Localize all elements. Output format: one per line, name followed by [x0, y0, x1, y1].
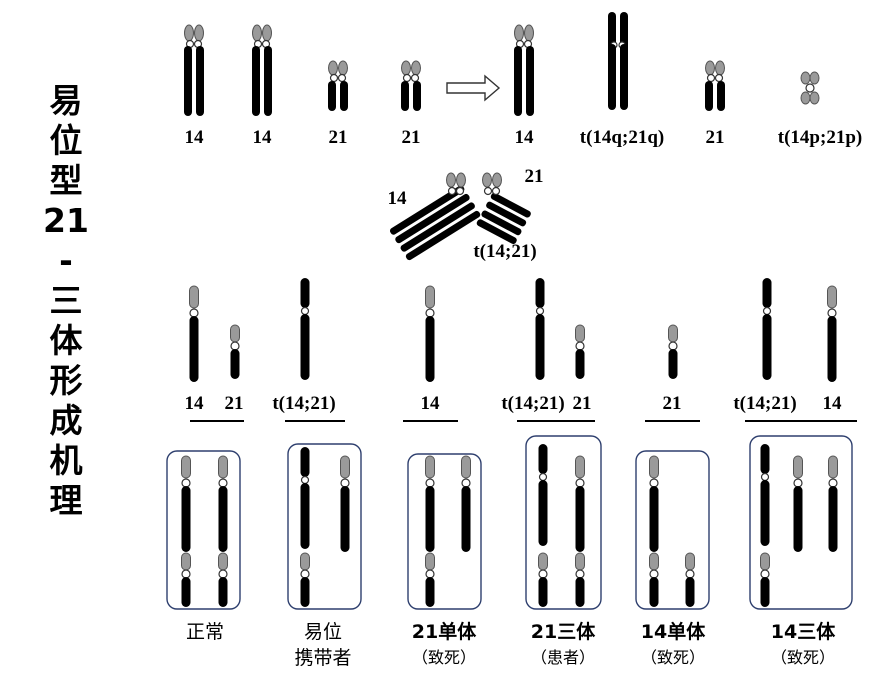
chromosome-14: [792, 455, 804, 553]
title-char: 形: [50, 361, 83, 400]
chromosome-21: [574, 552, 586, 608]
chromosome-21: [217, 552, 229, 608]
caption-line2: 携带者: [294, 647, 351, 669]
caption-line2: （致死）: [412, 648, 476, 667]
chromosome-21: [424, 552, 436, 608]
chromosome-21: [537, 552, 549, 608]
top-label: t(14p;21p): [778, 127, 862, 148]
gamete-label: 21: [225, 393, 244, 414]
chromosome-t: [759, 443, 771, 547]
gamete-chromosome-21: [229, 324, 241, 380]
pairing-figure: 14 21 t(14;21): [388, 166, 544, 262]
chromosome-14: [648, 455, 660, 553]
gamete-chromosome-21: [667, 324, 679, 380]
title-char: 三: [50, 281, 83, 320]
chromosome-14: [574, 455, 586, 553]
gamete-chromosome-14: [826, 285, 838, 383]
title-char: 成: [50, 401, 83, 440]
chromosome-14: [217, 455, 229, 553]
caption-line2: （致死）: [641, 648, 705, 667]
chromosome-21-a: [327, 60, 349, 112]
top-label: 21: [329, 127, 348, 148]
gamete-label: 21: [663, 393, 682, 414]
gamete-label: 21: [573, 393, 592, 414]
title-char: 易: [50, 81, 83, 120]
gamete-chromosome-21: [574, 324, 586, 380]
pairing-label-21: 21: [525, 166, 544, 187]
arrow-icon: [446, 74, 501, 102]
pairing-label-14: 14: [388, 188, 408, 209]
gamete-label: 14: [421, 393, 441, 414]
title-char: 位: [50, 121, 83, 160]
chromosome-14: [460, 455, 472, 553]
top-label: 14: [515, 127, 535, 148]
gamete-chromosome-t: [534, 277, 546, 381]
chromosome-14-c: [513, 24, 535, 117]
gamete-label: 14: [185, 393, 205, 414]
chromosome-21: [648, 552, 660, 608]
chromosome-21: [299, 552, 311, 608]
gamete-chromosome-t: [299, 277, 311, 381]
chromosome-21: [684, 552, 696, 608]
top-row-labels: 14 14 21 21 14 t(14q;21q) 21 t(14p;21p): [185, 127, 863, 148]
top-row-chromosomes: [183, 11, 820, 117]
caption-line1: 14单体: [641, 620, 706, 643]
chromosome-14: [424, 455, 436, 553]
title-char: 理: [50, 481, 83, 520]
gamete-label: t(14;21): [272, 393, 335, 414]
caption-line2: （致死）: [771, 648, 835, 667]
caption-line1: 正常: [186, 621, 224, 643]
title-char: 体: [50, 321, 83, 360]
chromosome-14-a: [183, 24, 205, 117]
caption-line1: 21三体: [531, 620, 596, 643]
caption-line1: 14三体: [771, 620, 836, 643]
chromosome-14: [827, 455, 839, 553]
title-char: -: [59, 241, 73, 280]
caption-line2: （患者）: [531, 648, 595, 667]
caption-line1: 21单体: [412, 620, 477, 643]
caption-line1: 易位: [304, 621, 342, 643]
top-label: 14: [185, 127, 205, 148]
title-char: 21: [43, 201, 89, 240]
gamete-label: 14: [823, 393, 843, 414]
zygote-box-21-trisomy: [525, 435, 602, 610]
gamete-label: t(14;21): [733, 393, 796, 414]
title-char: 机: [50, 441, 83, 480]
chromosome-14-b: [251, 24, 273, 117]
gamete-label: t(14;21): [501, 393, 564, 414]
zygote-boxes: [166, 435, 853, 610]
zygote-box-carrier: [287, 443, 362, 610]
top-label: t(14q;21q): [580, 127, 664, 148]
chromosome-21: [180, 552, 192, 608]
chromosome-21-b: [400, 60, 422, 112]
chromosome-21: [759, 552, 771, 608]
top-label: 21: [402, 127, 421, 148]
zygote-box-normal: [166, 450, 241, 610]
top-label: 21: [706, 127, 725, 148]
chromosome-t: [537, 443, 549, 547]
zygote-box-14-monosomy: [635, 450, 710, 610]
chromosome-t: [299, 446, 311, 550]
chromosome-21-c: [704, 60, 726, 112]
outcome-captions: 正常 易位 携带者 21单体 （致死） 21三体 （患者） 14单体 （致死） …: [186, 620, 836, 669]
title-char: 型: [50, 161, 83, 200]
zygote-box-21-monosomy: [407, 453, 482, 610]
gamete-chromosome-t: [761, 277, 773, 381]
gamete-chromosome-14: [424, 285, 436, 383]
pairing-label-t: t(14;21): [473, 241, 536, 262]
gametes-row: 14 21 t(14;21) 14 t(14;21) 21 21 t(14;21…: [185, 277, 857, 422]
chromosome-14: [339, 455, 351, 553]
chromosome-14: [180, 455, 192, 553]
top-label: 14: [253, 127, 273, 148]
chromosome-t14q21q: [607, 11, 629, 111]
zygote-box-14-trisomy: [749, 435, 853, 610]
chromosome-t14p21p: [800, 71, 820, 105]
gamete-chromosome-14: [188, 285, 200, 383]
